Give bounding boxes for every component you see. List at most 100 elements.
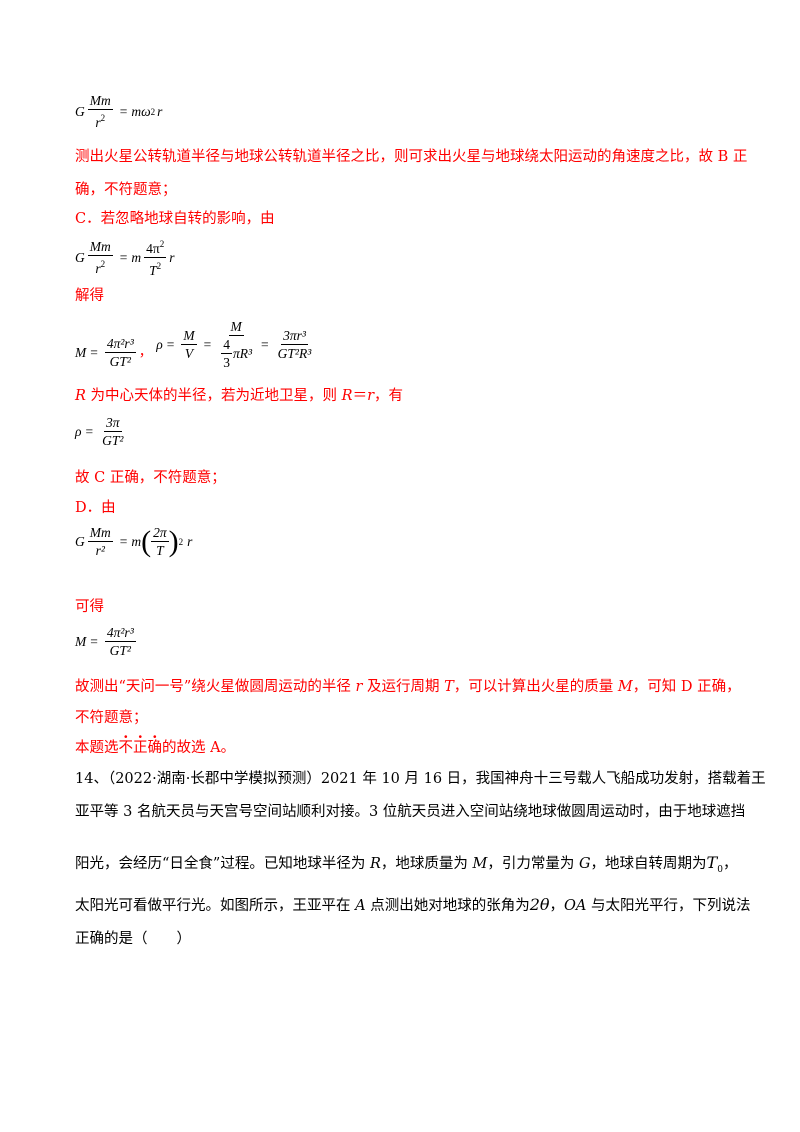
fraction: 4 3 — [221, 336, 232, 371]
symbol-text: 2θ — [529, 895, 550, 914]
text-run: 太阳光可看做平行光。如图所示，王亚平在 — [75, 898, 356, 914]
result-label: 可得 — [75, 599, 104, 615]
text-run: ，有 — [374, 388, 403, 404]
question-14-line: 正确的是（ ） — [75, 931, 191, 947]
fraction-denominator: r2 — [93, 110, 107, 131]
equals-sign: = — [85, 423, 94, 439]
option-c-heading: C．若忽略地球自转的影响，由 — [75, 211, 275, 227]
fraction: 4π2 T2 — [144, 236, 167, 279]
fraction-numerator: Mm — [87, 239, 113, 256]
fraction-denominator: T — [156, 543, 164, 558]
eq-symbol: m — [131, 249, 142, 265]
symbol-text: M — [617, 679, 633, 695]
equals-sign: = — [261, 336, 269, 352]
text-run: ， — [722, 856, 738, 872]
fraction-numerator: Mm — [87, 93, 113, 110]
symbol-text: R — [75, 388, 86, 404]
text-run: ，地球自转周期为 — [590, 856, 707, 872]
analysis-line: 不符题意； — [75, 710, 148, 726]
eq-symbol: r — [187, 533, 193, 549]
symbol-text: T — [706, 853, 718, 872]
eq-symbol: ρ — [75, 423, 82, 439]
final-answer: 本题选不正确的故选 A。 — [75, 738, 235, 758]
eq-symbol: πR³ — [232, 346, 253, 361]
fraction-numerator: M — [181, 328, 197, 345]
eq-symbol: r — [157, 103, 163, 119]
symbol-text: R — [341, 388, 353, 404]
equation-period-squared: G Mm r² = m ( 2π T ) 2 r — [75, 524, 192, 559]
fraction-numerator: 4π2 — [144, 236, 167, 258]
symbol-text: A — [355, 898, 366, 914]
equals-sign: = — [166, 336, 175, 352]
text-run: ，引力常量为 — [487, 856, 579, 872]
left-paren: ( — [141, 524, 152, 558]
fraction-denominator: V — [184, 346, 194, 361]
fraction-numerator: 4π²r³ — [104, 336, 136, 353]
fraction-denominator: 3 — [223, 355, 230, 370]
equals-sign: = — [119, 249, 128, 265]
analysis-line: 测出火星公转轨道半径与地球公转轨道半径之比，则可求出火星与地球绕太阳运动的角速度… — [75, 149, 748, 165]
exponent: 2 — [156, 261, 162, 271]
fraction-denominator: 4 3 πR³ — [218, 336, 254, 371]
fraction-denominator: GT² — [109, 354, 131, 369]
exponent: 2 — [150, 106, 156, 117]
exponent: 2 — [100, 113, 106, 123]
symbol-text: r — [355, 679, 363, 695]
emphasis-char: 不 — [119, 740, 134, 756]
equation-mass-density: M = 4π²r³ GT² ， ρ = M V = M 4 3 πR³ = 3π… — [75, 318, 316, 371]
fraction-numerator: 3π — [104, 415, 122, 432]
fraction: 2π T — [151, 524, 169, 559]
text-run: 及运行周期 — [362, 679, 445, 695]
symbol-text: M — [472, 856, 488, 872]
eq-symbol: ρ — [156, 336, 163, 352]
exponent: 2 — [178, 536, 184, 547]
fraction-denominator: T2 — [147, 258, 163, 279]
text-run: ，地球质量为 — [380, 856, 473, 872]
eq-symbol: G — [75, 533, 85, 549]
text-run: 故测出“天问一号”绕火星做圆周运动的半径 — [75, 679, 356, 695]
emphasis-char: 正 — [133, 740, 148, 756]
fraction: Mm r² — [87, 524, 113, 559]
exponent: 2 — [159, 239, 165, 249]
question-14-line: 14、（2022·湖南·长郡中学模拟预测）2021 年 10 月 16 日，我国… — [75, 771, 766, 787]
fraction-numerator: 4π²r³ — [104, 625, 136, 642]
fraction: 4π²r³ GT² — [104, 335, 136, 370]
analysis-line: 确，不符题意； — [75, 182, 177, 198]
fraction-denominator: GT² — [102, 433, 124, 448]
text-run: 为中心天体的半径，若为近地卫星，则 — [85, 388, 342, 404]
fraction-denominator: GT²R³ — [277, 346, 312, 361]
eq-symbol: M — [75, 633, 87, 649]
fraction-denominator: r² — [95, 543, 105, 558]
eq-symbol: T — [149, 263, 157, 278]
symbol-text: T — [444, 679, 454, 695]
equals-sign: = — [119, 533, 128, 549]
conclusion-line: 故测出“天问一号”绕火星做圆周运动的半径 r 及运行周期 T，可以计算出火星的质… — [75, 677, 741, 697]
fraction-denominator: GT² — [109, 643, 131, 658]
fraction: M 4 3 πR³ — [218, 318, 254, 371]
solve-label: 解得 — [75, 288, 104, 304]
eq-symbol: r — [95, 261, 101, 276]
question-14-line: 亚平等 3 名航天员与天宫号空间站顺利对接。3 位航天员进入空间站绕地球做圆周运… — [75, 804, 746, 820]
fraction-numerator: 3πr³ — [281, 328, 308, 345]
eq-symbol: G — [75, 249, 85, 265]
text-run: 的故选 A。 — [162, 740, 236, 756]
text-run: ， — [549, 898, 565, 914]
equals-sign: = — [90, 344, 98, 360]
equals-sign: = — [203, 336, 212, 352]
fraction-numerator: 2π — [151, 525, 169, 542]
eq-symbol: r — [169, 249, 175, 265]
eq-symbol: G — [75, 103, 85, 119]
comma: ， — [138, 343, 153, 359]
right-paren: ) — [168, 524, 179, 558]
equation-period: G Mm r2 = m 4π2 T2 r — [75, 236, 174, 279]
eq-symbol: M — [75, 344, 87, 360]
fraction: 3π GT² — [100, 414, 125, 449]
fraction: 3πr³ GT²R³ — [276, 327, 314, 362]
equation-mass: M = 4π²r³ GT² — [75, 624, 139, 659]
fraction-denominator: r2 — [93, 256, 107, 277]
equals-sign: = — [119, 103, 128, 119]
emphasis-char: 确 — [148, 740, 163, 756]
exponent: 2 — [100, 259, 106, 269]
text-run: 本题选 — [75, 740, 119, 756]
